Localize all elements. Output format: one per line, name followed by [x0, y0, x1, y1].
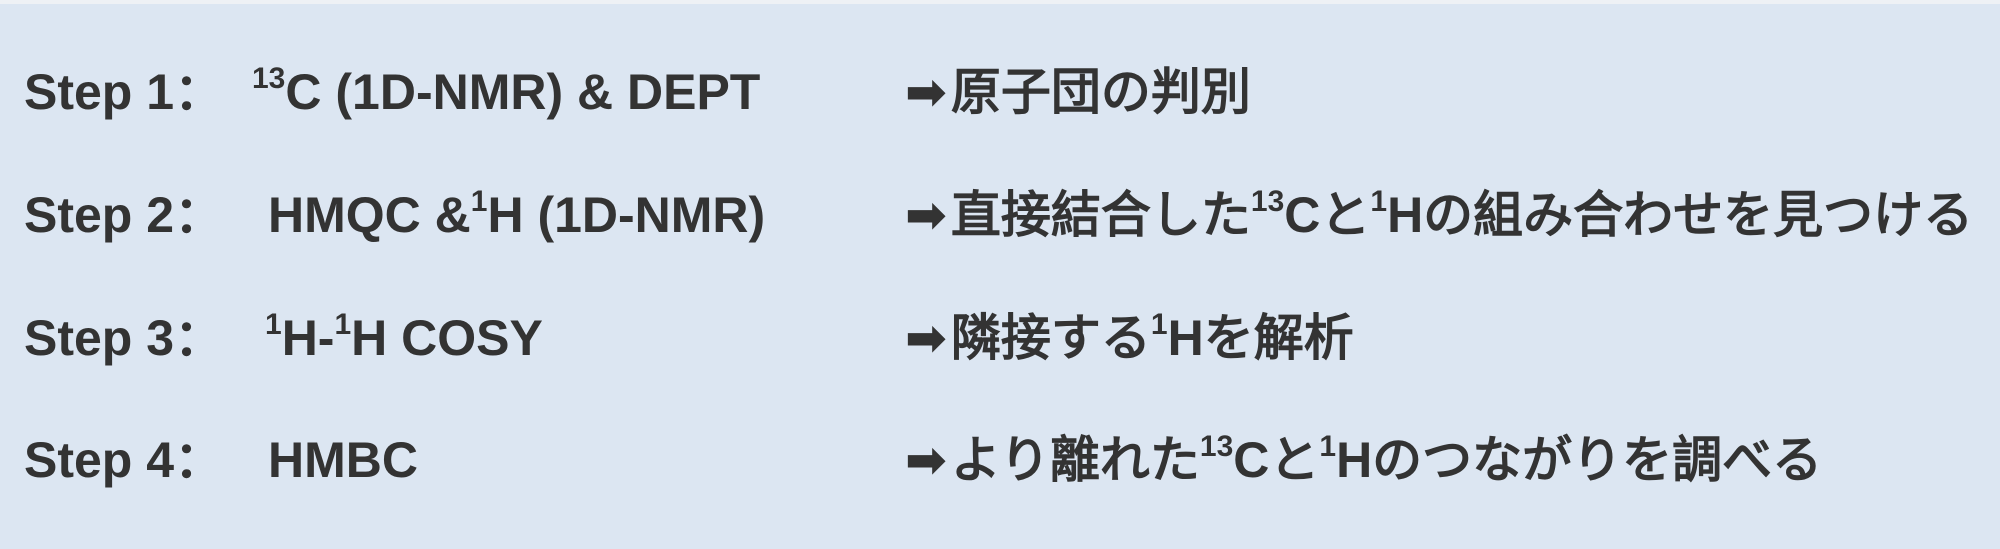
- isotope-superscript: 1: [1150, 308, 1168, 341]
- technique: HMBC: [268, 430, 418, 490]
- result: ➡原子団の判別: [905, 62, 1251, 122]
- right-arrow-icon: ➡: [905, 432, 947, 488]
- step-row-3: Step 3： 1H-1H COSY ➡隣接する1Hを解析: [0, 308, 2000, 368]
- result: ➡隣接する1Hを解析: [905, 308, 1354, 368]
- isotope-superscript: 13: [1199, 430, 1234, 463]
- isotope-superscript: 1: [1319, 430, 1337, 463]
- technique: 1H-1H COSY: [265, 308, 543, 368]
- result-text: Cと: [1284, 187, 1371, 243]
- step-label: Step 3：: [24, 310, 225, 366]
- top-border: [0, 0, 2000, 4]
- step-label: Step 1：: [24, 64, 225, 120]
- result-text: Hのつながりを調べる: [1336, 432, 1823, 488]
- result-text: Cと: [1233, 432, 1320, 488]
- technique-text: H (1D-NMR): [487, 187, 766, 243]
- technique-text: HMBC: [268, 432, 418, 488]
- step-row-4: Step 4： HMBC ➡より離れた13Cと1Hのつながりを調べる: [0, 430, 2000, 490]
- result: ➡直接結合した13Cと1Hの組み合わせを見つける: [905, 185, 1973, 245]
- technique: 13C (1D-NMR) & DEPT: [252, 62, 760, 122]
- isotope-superscript: 1: [265, 308, 282, 341]
- isotope-superscript: 13: [1250, 185, 1285, 218]
- result: ➡より離れた13Cと1Hのつながりを調べる: [905, 430, 1822, 490]
- result-text: より離れた: [950, 432, 1200, 488]
- isotope-superscript: 13: [252, 62, 286, 95]
- isotope-superscript: 1: [334, 308, 352, 341]
- result-text: 直接結合した: [950, 187, 1251, 243]
- technique-text: H-: [281, 310, 335, 366]
- technique-text: H COSY: [351, 310, 543, 366]
- result-text: Hの組み合わせを見つける: [1387, 187, 1974, 243]
- result-text: 隣接する: [950, 310, 1151, 366]
- isotope-superscript: 1: [470, 185, 488, 218]
- step-label: Step 4：: [24, 432, 225, 488]
- right-arrow-icon: ➡: [905, 187, 947, 243]
- right-arrow-icon: ➡: [905, 310, 947, 366]
- technique-text: C (1D-NMR) & DEPT: [285, 64, 761, 120]
- step-row-2: Step 2： HMQC & 1H (1D-NMR) ➡直接結合した13Cと1H…: [0, 185, 2000, 245]
- result-text: Hを解析: [1167, 310, 1354, 366]
- result-text: 原子団の判別: [950, 64, 1251, 120]
- technique-text: HMQC &: [268, 187, 471, 243]
- technique: HMQC & 1H (1D-NMR): [268, 185, 765, 245]
- step-label: Step 2：: [24, 187, 225, 243]
- isotope-superscript: 1: [1370, 185, 1388, 218]
- right-arrow-icon: ➡: [905, 64, 947, 120]
- step-row-1: Step 1： 13C (1D-NMR) & DEPT ➡原子団の判別: [0, 62, 2000, 122]
